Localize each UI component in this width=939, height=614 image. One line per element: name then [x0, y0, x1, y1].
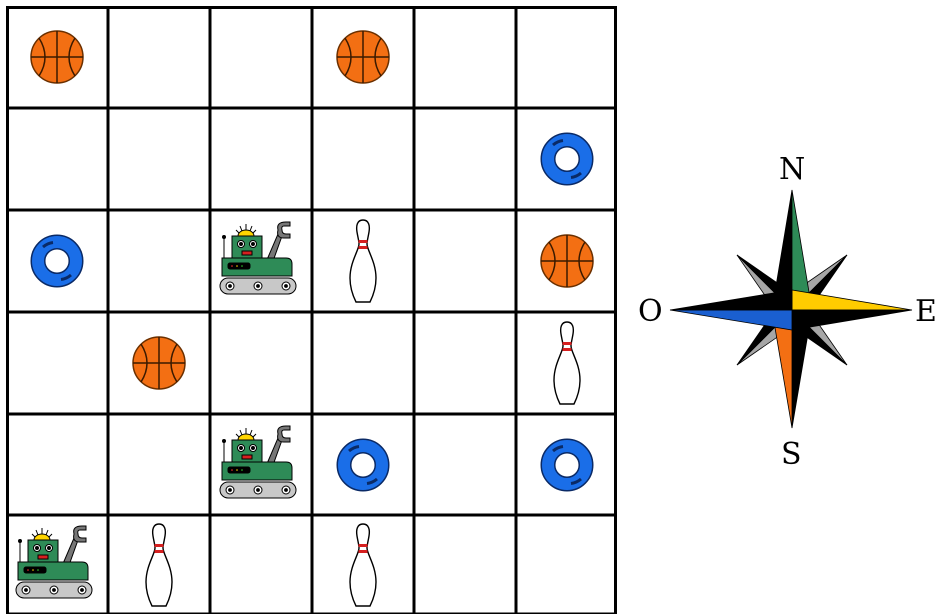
bowling-pin-icon: [550, 320, 584, 406]
board-cell-r4-c6[interactable]: [516, 312, 617, 414]
board-cell-r6-c4[interactable]: [312, 515, 414, 614]
board-cell-r2-c2[interactable]: [108, 108, 210, 210]
board-cell-r2-c5[interactable]: [414, 108, 516, 210]
board-cell-r2-c1[interactable]: [6, 108, 108, 210]
robot-icon: [14, 522, 100, 608]
board-cell-r1-c3[interactable]: [210, 6, 312, 108]
compass-north-label: N: [779, 155, 805, 185]
compass-east-point: [792, 290, 912, 310]
basketball-icon: [29, 29, 85, 85]
bowling-pin-icon: [346, 522, 380, 608]
swim-ring-icon: [539, 131, 595, 187]
compass-east-label: E: [915, 297, 937, 327]
basketball-icon: [131, 335, 187, 391]
swim-ring-icon: [539, 437, 595, 493]
board-cell-r6-c5[interactable]: [414, 515, 516, 614]
swim-ring-icon: [29, 233, 85, 289]
compass-south-label: S: [781, 440, 802, 470]
basketball-icon: [335, 29, 391, 85]
board-cell-r3-c2[interactable]: [108, 210, 210, 312]
board-cell-r1-c6[interactable]: [516, 6, 617, 108]
swim-ring-icon: [335, 437, 391, 493]
board-cell-r3-c1[interactable]: [6, 210, 108, 312]
board-cell-r5-c2[interactable]: [108, 414, 210, 515]
robot-icon: [218, 218, 304, 304]
board-cell-r1-c4[interactable]: [312, 6, 414, 108]
board-cell-r1-c5[interactable]: [414, 6, 516, 108]
basketball-icon: [539, 233, 595, 289]
board-cell-r4-c2[interactable]: [108, 312, 210, 414]
board-cell-r1-c2[interactable]: [108, 6, 210, 108]
board-cell-r5-c1[interactable]: [6, 414, 108, 515]
compass-rose: N S E O: [640, 150, 939, 480]
board-cell-r5-c3[interactable]: [210, 414, 312, 515]
board-cell-r6-c2[interactable]: [108, 515, 210, 614]
board-cell-r6-c3[interactable]: [210, 515, 312, 614]
compass-west-point: [670, 310, 792, 330]
board-cell-r5-c4[interactable]: [312, 414, 414, 515]
board-cell-r3-c4[interactable]: [312, 210, 414, 312]
board-cell-r6-c1[interactable]: [6, 515, 108, 614]
board-cell-r5-c5[interactable]: [414, 414, 516, 515]
board-cell-r3-c5[interactable]: [414, 210, 516, 312]
board-cell-r1-c1[interactable]: [6, 6, 108, 108]
bowling-pin-icon: [346, 218, 380, 304]
board-cell-r3-c6[interactable]: [516, 210, 617, 312]
game-board: [6, 6, 617, 614]
board-cell-r2-c6[interactable]: [516, 108, 617, 210]
compass-south-point: [792, 310, 812, 428]
compass-west-label: O: [638, 297, 663, 327]
board-cell-r4-c5[interactable]: [414, 312, 516, 414]
board-cell-r4-c4[interactable]: [312, 312, 414, 414]
board-cell-r4-c3[interactable]: [210, 312, 312, 414]
board-cell-r2-c4[interactable]: [312, 108, 414, 210]
board-cell-r4-c1[interactable]: [6, 312, 108, 414]
bowling-pin-icon: [142, 522, 176, 608]
board-cell-r3-c3[interactable]: [210, 210, 312, 312]
robot-icon: [218, 422, 304, 508]
board-cell-r5-c6[interactable]: [516, 414, 617, 515]
board-cell-r2-c3[interactable]: [210, 108, 312, 210]
board-cell-r6-c6[interactable]: [516, 515, 617, 614]
compass-star-icon: [640, 150, 939, 480]
